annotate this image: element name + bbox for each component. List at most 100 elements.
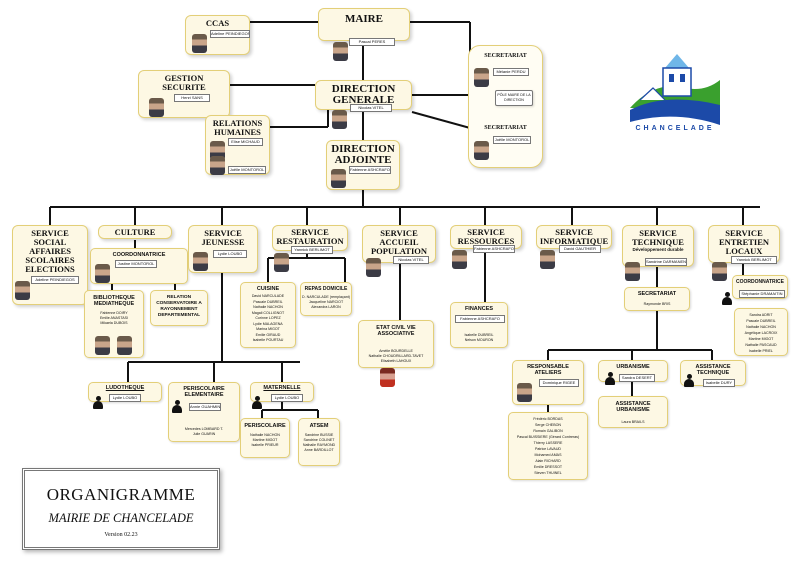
legend-title: ORGANIGRAMME	[46, 485, 196, 504]
culture-coord-node[interactable]: COORDONNATRICE Justine MONTOROL	[90, 248, 188, 284]
culture-node[interactable]: CULTURE	[98, 225, 172, 239]
fin-title: FINANCES	[464, 306, 494, 312]
responsable-ateliers-node[interactable]: RESPONSABLE ATELIERS Dominique RIGEE	[512, 360, 584, 405]
atsem-list: Sandrine BUSSIE Sandrine COLINET Nathali…	[299, 433, 339, 453]
service-ressources-node[interactable]: SERVICE RESSOURCES Fabienne ASHCRAFO	[450, 225, 522, 253]
service-informatique-node[interactable]: SERVICE INFORMATIQUE David GAUTHIER	[536, 225, 612, 253]
technique-photo	[625, 262, 640, 281]
secretariat-group: SECRETARIAT Mélanie PERDU PÔLE MAIRE DE …	[468, 45, 543, 168]
rel-title: RELATION CONSERVATOIRE A RAYONNEMENT DEP…	[156, 295, 202, 318]
secr2-photo	[474, 141, 489, 160]
peri-title: PERISCOLAIRE ELEMENTAIRE	[183, 386, 225, 398]
atsem-item: Sandrine COLINET	[303, 438, 335, 442]
ateliers-item: Pascal BUISSIERE (Gérard Contreras)	[516, 435, 580, 439]
jeunesse-name: Lydie LOUBO	[213, 250, 247, 258]
entretien-coord-node[interactable]: COORDONNATRICE Stéphanie DRAMAITIN	[732, 275, 788, 299]
mat-vacant-icon	[252, 396, 262, 409]
ateliers-item: Alain RICHARD	[535, 459, 561, 463]
cuisine-item: Pascale DUBREIL	[253, 299, 283, 304]
biblio-name: Mikaela DUBOIS	[100, 321, 128, 325]
peri2-title: PERISCOLAIRE	[244, 423, 286, 429]
ateliers-list-node: Frédéric BORDAS Serge CHEBON Romain GALI…	[508, 412, 588, 480]
maire-photo	[333, 42, 348, 61]
secr2-name: Joëlle MONTOROL	[493, 136, 531, 144]
assistance-technique-node[interactable]: ASSISTANCE TECHNIQUE Isabelle DURY	[680, 360, 746, 387]
da-photo	[331, 169, 346, 188]
ccas-node[interactable]: CCAS Adeline PEINDIEGOS	[185, 15, 250, 55]
ateliers-list: Frédéric BORDAS Serge CHEBON Romain GALI…	[509, 416, 587, 476]
relation-conservatoire-node[interactable]: RELATION CONSERVATOIRE A RAYONNEMENT DEP…	[150, 290, 208, 326]
urba-name: Sandra DESERT	[619, 374, 655, 382]
ateliers-name: Dominique RIGEE	[539, 379, 579, 387]
direction-adjointe-node[interactable]: DIRECTION ADJOINTE Fabienne ASHCRAFO	[326, 140, 400, 190]
urbanisme-node[interactable]: URBANISME Sandra DESERT	[598, 360, 668, 382]
dg-photo	[332, 110, 347, 129]
ludo-vacant-icon	[93, 396, 103, 409]
ressources-name: Fabienne ASHCRAFO	[473, 245, 515, 253]
ccas-name: Adeline PEINDIEGOS	[210, 30, 250, 38]
peri2-item: Isabelle PRIEUR	[251, 443, 279, 447]
ateliers-photo	[517, 383, 532, 402]
entretien-item: Isabelle PRIEL	[749, 349, 773, 353]
biblio-title: BIBLIOTHEQUE MEDIATHEQUE	[93, 295, 135, 307]
maternelle-node[interactable]: MATERNELLE Lydie LOUBO	[250, 382, 314, 402]
urba-vacant-icon	[605, 372, 615, 385]
maire-node[interactable]: MAIRE Pascal PERES	[318, 8, 410, 61]
cuisine-item: Corinne LOPEZ	[255, 316, 281, 320]
etat-title: ETAT CIVIL VIE ASSOCIATIVE	[376, 325, 416, 337]
assistance-urbanisme-node[interactable]: ASSISTANCE URBANISME Laura BRAILS	[598, 396, 668, 428]
ateliers-title: RESPONSABLE ATELIERS	[527, 364, 569, 376]
finances-node[interactable]: FINANCES Fabienne ASHCRAFO Isabelle DUBR…	[450, 302, 508, 348]
ludotheque-node[interactable]: LUDOTHEQUE Lydie LOUBO	[88, 382, 162, 402]
technique-title: SERVICE TECHNIQUE	[632, 228, 684, 247]
technique-name: Sandrine DARMANEN	[645, 258, 687, 266]
restauration-title: SERVICE RESTAURATION	[276, 227, 344, 246]
bibliotheque-node[interactable]: BIBLIOTHEQUE MEDIATHEQUE Fabienne DOIRY …	[84, 290, 144, 358]
accueil-title: SERVICE ACCUEIL POPULATION	[370, 228, 428, 256]
peri-name: Annie GUAHMINS	[189, 403, 221, 411]
service-technique-node[interactable]: SERVICE TECHNIQUE Développement durable …	[622, 225, 694, 267]
peri2-item: Nathalie NACHON	[250, 433, 280, 437]
cuisine-node[interactable]: CUISINE David NARCULADE Pascale DUBREIL …	[240, 282, 296, 348]
direction-generale-node[interactable]: DIRECTION GENERALE Nicolas VITEL	[315, 80, 412, 112]
repas-list: D. NARCULADE (remplaçant) Jacqueline NAR…	[301, 295, 351, 310]
assist-urba-name: Laura BRAILS	[621, 420, 645, 424]
service-restauration-node[interactable]: SERVICE RESTAURATION Yannick BERLIMOT	[272, 225, 348, 254]
entretien-vacant-icon	[722, 292, 732, 305]
service-entretien-node[interactable]: SERVICE ENTRETIEN LOCAUX Yannick BERLIMO…	[708, 225, 780, 264]
entretien-title: SERVICE ENTRETIEN LOCAUX	[718, 228, 770, 256]
tech-secretariat-node[interactable]: SECRETARIAT Raymonde BRIS	[624, 287, 690, 311]
etat-civil-node[interactable]: ETAT CIVIL VIE ASSOCIATIVE Amélie BOURDE…	[358, 320, 434, 368]
service-social-node[interactable]: SERVICE SOCIAL AFFAIRES SCOLAIRES ELECTI…	[12, 225, 88, 305]
periscolaire-node[interactable]: PERISCOLAIRE Nathalie NACHON Martine MIG…	[240, 418, 290, 458]
da-title: DIRECTION ADJOINTE	[331, 143, 395, 166]
jeunesse-photo	[193, 252, 208, 271]
repas-domicile-node[interactable]: REPAS DOMICILE D. NARCULADE (remplaçant)…	[300, 282, 352, 316]
peri-vacant-icon	[172, 400, 182, 413]
gestion-securite-node[interactable]: GESTION SECURITE Henri SANS	[138, 70, 230, 118]
chancelade-logo	[630, 54, 720, 125]
gestion-photo	[149, 98, 164, 117]
cuisine-item: David NARCULADE	[251, 294, 285, 298]
gestion-title: GESTION SECURITE	[162, 73, 206, 92]
secr1-photo	[474, 68, 489, 87]
ateliers-item: Romain GALIBON	[533, 429, 563, 433]
ateliers-item: Steven THUINEL	[534, 471, 562, 475]
technique-sub: Développement durable	[632, 247, 684, 252]
service-accueil-node[interactable]: SERVICE ACCUEIL POPULATION Nicolas VITEL	[362, 225, 436, 264]
etat-item: Amélie BOURDELLE	[379, 349, 413, 353]
repas-item: Alexandra LARON	[311, 305, 341, 309]
legend-subtitle: MAIRIE DE CHANCELADE	[48, 511, 194, 525]
ludo-name: Lydie LOUBO	[109, 394, 141, 402]
dg-title: DIRECTION GENERALE	[331, 83, 396, 106]
atsem-item: Sandrine BUSSIE	[304, 433, 334, 437]
accueil-photo	[366, 258, 381, 277]
peri-item: Julie GUARIN	[192, 432, 216, 436]
service-jeunesse-node[interactable]: SERVICE JEUNESSE Lydie LOUBO	[188, 225, 258, 273]
social-photo	[15, 281, 30, 300]
atsem-node[interactable]: ATSEM Sandrine BUSSIE Sandrine COLINET N…	[298, 418, 340, 466]
relations-humaines-node[interactable]: RELATIONS HUMAINES Elise MICHAUD Joëlle …	[205, 115, 270, 175]
mat-name: Lydie LOUBO	[271, 394, 303, 402]
fin-name: Fabienne ASHCRAFO	[455, 315, 505, 323]
cuisine-item: Nathalie NACHON	[253, 305, 283, 309]
